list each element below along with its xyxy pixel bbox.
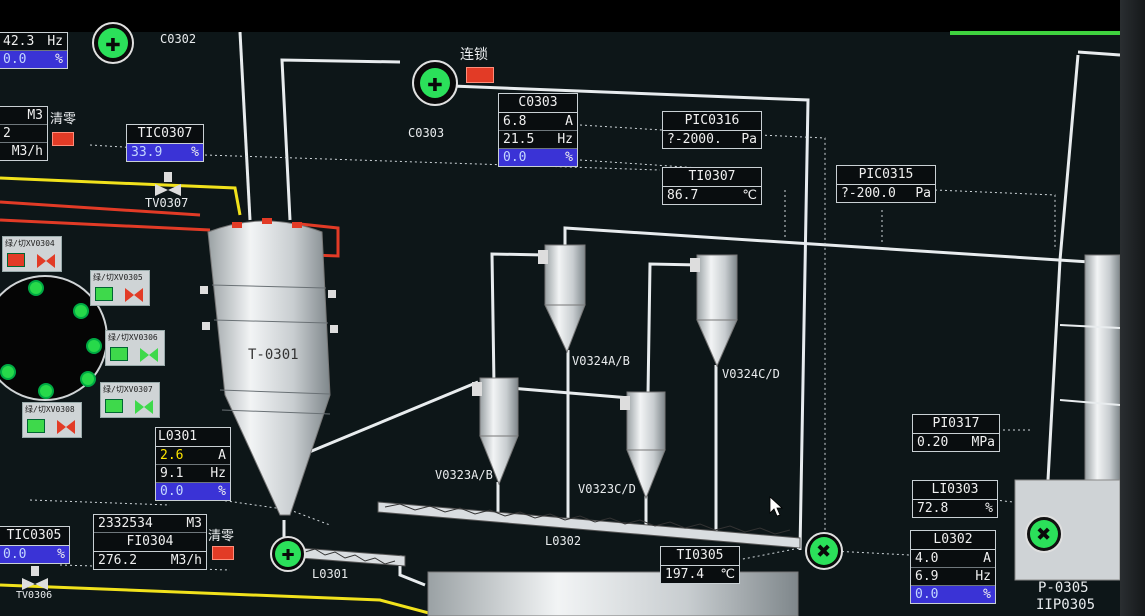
red-pipe-2 bbox=[0, 218, 211, 232]
red-pipe-1 bbox=[0, 200, 201, 217]
tag-tic0305[interactable]: TIC0305 0.0% bbox=[0, 526, 70, 564]
clear-label: 清零 bbox=[50, 112, 77, 127]
clear-button[interactable] bbox=[212, 546, 234, 560]
tag-pic0316[interactable]: PIC0316 ?-2000.Pa bbox=[662, 111, 762, 149]
pump-c0302[interactable]: ✚ bbox=[92, 22, 134, 64]
pipe-to-c0303 bbox=[280, 58, 401, 221]
label-c0303: C0303 bbox=[408, 126, 445, 140]
valve-xv0305[interactable]: 绿/切XV0305 bbox=[90, 270, 150, 306]
pipe-header bbox=[563, 226, 1091, 264]
label-iip0305: IIP0305 bbox=[1036, 597, 1096, 613]
monitor-bezel bbox=[1120, 0, 1145, 616]
status-light bbox=[38, 383, 54, 399]
cyclone-v0324cd bbox=[690, 254, 738, 368]
status-light bbox=[73, 303, 89, 319]
valve-bowtie-icon bbox=[135, 400, 153, 414]
pump-p0305[interactable]: ✖ bbox=[1025, 515, 1063, 553]
valve-xv0308[interactable]: 绿/切XV0308 bbox=[22, 402, 82, 438]
tower-t0301 bbox=[200, 218, 338, 516]
label-tv0306: TV0306 bbox=[16, 590, 53, 601]
fan-icon: ✚ bbox=[420, 68, 450, 98]
valve-xv0307[interactable]: 绿/切XV0307 bbox=[100, 382, 160, 418]
tag-flow-left[interactable]: M3 2 M3/h bbox=[0, 106, 48, 161]
valve-bowtie-icon bbox=[140, 348, 158, 362]
valve-xv0306[interactable]: 绿/切XV0306 bbox=[105, 330, 165, 366]
yellow-pipe-bottom bbox=[0, 583, 441, 616]
label-v0324ab: V0324A/B bbox=[572, 354, 630, 368]
pipe-v0323 bbox=[509, 386, 631, 400]
label-v0323ab: V0323A/B bbox=[435, 468, 493, 482]
status-light bbox=[86, 338, 102, 354]
label-tv0307: TV0307 bbox=[145, 196, 189, 210]
pump-l0301[interactable]: ✚ bbox=[270, 536, 306, 572]
interlock-button[interactable] bbox=[466, 67, 494, 83]
cyclone-v0324ab bbox=[538, 244, 586, 354]
label-v0323cd: V0323C/D bbox=[578, 482, 636, 496]
status-light bbox=[0, 364, 16, 380]
fan-icon: ✖ bbox=[1030, 520, 1058, 548]
fan-icon: ✚ bbox=[275, 541, 301, 567]
label-v0324cd: V0324C/D bbox=[722, 367, 780, 381]
label-l0301: L0301 bbox=[312, 567, 349, 581]
right-tower bbox=[1059, 254, 1121, 506]
cyclone-v0323ab bbox=[472, 377, 519, 486]
value: 42.3 bbox=[3, 34, 35, 49]
tag-tic0307[interactable]: TIC0307 33.9% bbox=[126, 124, 204, 162]
pipe-v0324cd bbox=[627, 262, 701, 398]
valve-tv0307-icon bbox=[155, 172, 181, 196]
cyclone-v0323cd bbox=[620, 391, 666, 500]
conveyor-l0301 bbox=[299, 547, 406, 567]
alarm-bar bbox=[950, 31, 1120, 35]
label-p0305: P-0305 bbox=[1038, 580, 1089, 596]
pump-l0302[interactable]: ✖ bbox=[805, 532, 843, 570]
label-t0301: T-0301 bbox=[248, 347, 299, 363]
clear-button[interactable] bbox=[52, 132, 74, 146]
fan-icon: ✚ bbox=[98, 28, 128, 58]
valve-xv0304[interactable]: 绿/切XV0304 bbox=[2, 236, 62, 272]
tag-li0303[interactable]: LI0303 72.8% bbox=[912, 480, 998, 518]
bottom-vessel bbox=[427, 571, 799, 616]
label-c0302: C0302 bbox=[160, 32, 197, 46]
fan-icon: ✖ bbox=[810, 537, 838, 565]
pipe-t0301-out bbox=[289, 380, 479, 462]
pipe-c0303-out bbox=[451, 84, 810, 551]
pipe-v0324ab bbox=[478, 252, 546, 387]
tag-ti0305[interactable]: TI0305 197.4℃ bbox=[660, 546, 740, 584]
tag-ti0307[interactable]: TI0307 86.7℃ bbox=[662, 167, 762, 205]
fan-c0303[interactable]: ✚ bbox=[412, 60, 458, 106]
status-light bbox=[80, 371, 96, 387]
status-light bbox=[28, 280, 44, 296]
conveyor-l0302 bbox=[377, 501, 801, 549]
interlock-label: 连锁 bbox=[460, 47, 488, 63]
label-l0302: L0302 bbox=[545, 534, 582, 548]
valve-bowtie-icon bbox=[37, 254, 55, 268]
pipe-c0302 bbox=[238, 31, 252, 221]
valve-bowtie-icon bbox=[125, 288, 143, 302]
clear-label: 清零 bbox=[208, 529, 235, 544]
valve-bowtie-icon bbox=[57, 420, 75, 434]
yellow-pipe bbox=[0, 176, 242, 216]
mouse-cursor-icon bbox=[769, 496, 784, 517]
valve-tv0306-icon bbox=[22, 566, 48, 590]
top-band bbox=[0, 0, 1145, 32]
